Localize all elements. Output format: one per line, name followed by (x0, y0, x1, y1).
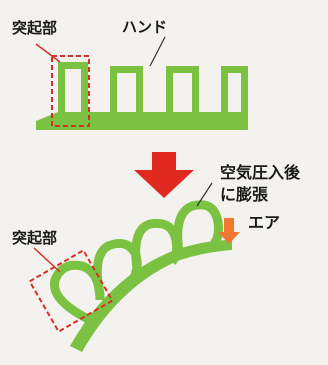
hand-flat (36, 62, 248, 130)
leader-line-protrusion-top (35, 43, 61, 63)
leader-line-hand (149, 36, 166, 67)
label-protrusion-bottom: 突起部 (12, 229, 58, 247)
chamber-4 (173, 200, 223, 259)
label-after-inflation-line1: 空気圧入後 (220, 163, 301, 182)
label-after-inflation-line2: に膨張 (220, 185, 269, 204)
label-protrusion-top: 突起部 (12, 19, 58, 37)
leader-line-protrusion-bottom (33, 247, 61, 273)
air-arrow-icon (218, 218, 240, 244)
transition-arrow (134, 152, 194, 198)
label-hand: ハンド (122, 18, 168, 36)
protrusion-highlight-box-bottom (28, 249, 114, 333)
inflated-chambers (49, 200, 223, 325)
hand-curved-base (70, 240, 232, 352)
label-air: エア (248, 213, 281, 232)
leader-line-inflation (196, 182, 213, 207)
protrusion-highlight-box-top (51, 55, 90, 127)
